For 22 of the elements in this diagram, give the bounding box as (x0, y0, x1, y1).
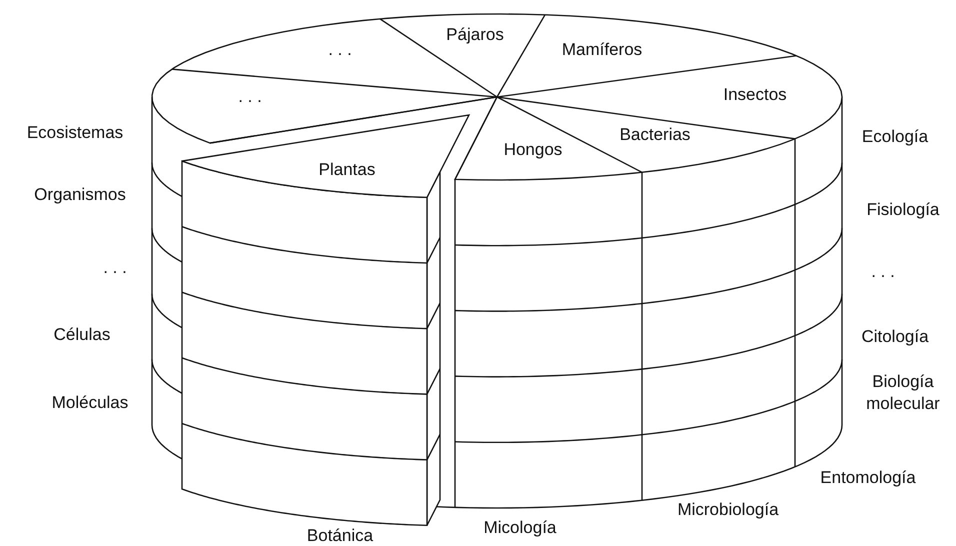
slice-label: Plantas (318, 159, 376, 181)
ellipsis: . . . (871, 261, 895, 283)
discipline-label: Microbiología (677, 499, 779, 521)
discipline-label: Entomología (820, 467, 916, 489)
ellipsis: . . . (238, 86, 262, 108)
discipline-label: Citología (861, 326, 929, 348)
level-label: Ecosistemas (26, 122, 124, 144)
ellipsis: . . . (328, 39, 352, 61)
discipline-label: Ecología (862, 126, 928, 148)
discipline-label: Fisiología (866, 199, 940, 221)
level-label: Moléculas (52, 392, 128, 414)
level-label: Células (54, 324, 110, 346)
slice-label: Insectos (723, 84, 787, 106)
ellipsis: . . . (103, 257, 127, 279)
discipline-label: Biología molecular (865, 371, 941, 415)
slice-label: Pájaros (446, 24, 504, 46)
discipline-label: Botánica (306, 525, 374, 546)
level-label: Organismos (34, 184, 126, 206)
slice-label: Bacterias (620, 124, 690, 146)
slice-label: Hongos (504, 139, 562, 161)
slice-label: Mamíferos (562, 39, 642, 61)
discipline-label: Micología (484, 517, 556, 539)
